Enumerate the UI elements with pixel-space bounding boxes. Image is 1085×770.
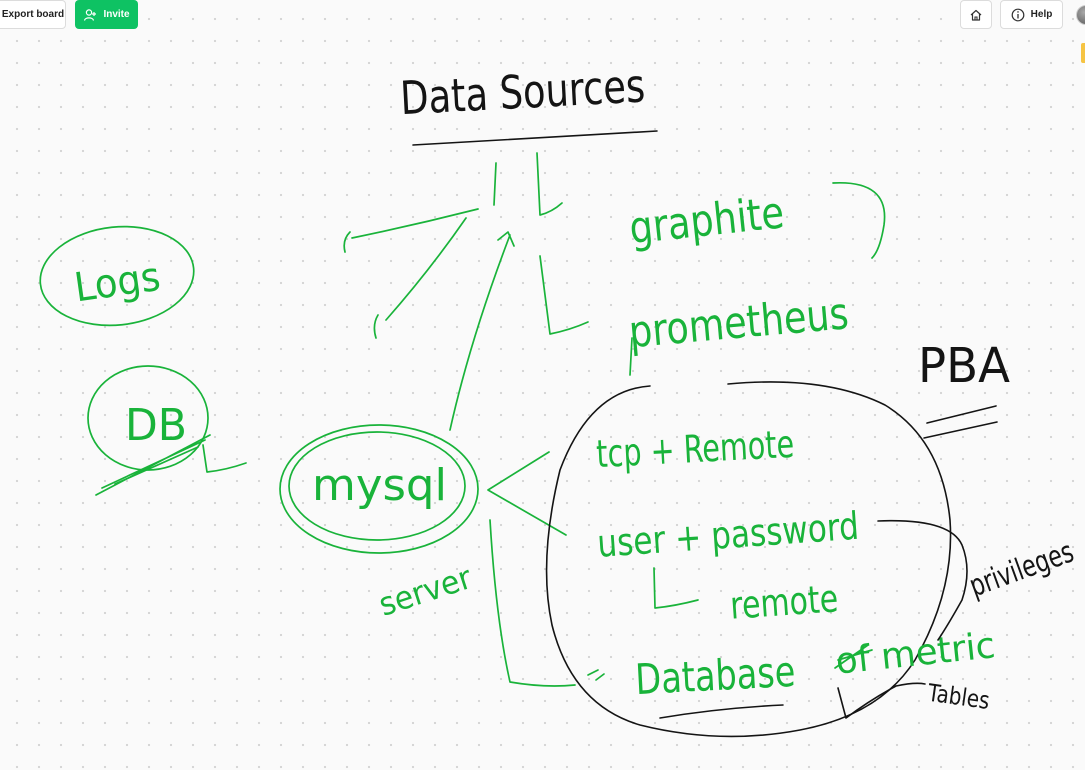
pba-underline [923,405,998,439]
mysql-inner-circle [288,431,466,541]
arrow-line [343,208,479,253]
remote-label: remote [729,576,840,627]
branch-line [536,152,563,216]
title-underline [412,130,658,146]
add-user-icon [83,8,97,22]
server-caption: server [374,558,477,624]
export-board-button[interactable]: Export board [0,0,66,29]
bracket [832,182,886,259]
source-graphite: graphite [627,187,786,254]
database-bullet [587,669,605,681]
database-label: Database [634,647,796,704]
tables-bracket [837,682,926,719]
source-prometheus: prometheus [627,288,851,358]
mysql-right-arrow [487,451,567,536]
export-board-label: Export board [1,9,65,20]
db-strike [95,434,211,496]
mysql-outer-circle [279,424,479,554]
mysql-label: mysql [312,460,447,511]
database-underline [659,704,784,719]
remote-branch [653,567,699,609]
tcp-remote-label: tcp + Remote [595,422,795,476]
tables-label: Tables [925,679,991,715]
logs-circle [39,225,195,327]
notification-tab[interactable] [1081,43,1085,63]
home-icon [969,8,983,22]
mysql-up-arrow [449,231,515,431]
branch-line [539,255,589,335]
db-arrow [202,444,247,473]
logs-label: Logs [72,254,164,312]
privileges-bracket [877,519,968,641]
invite-button[interactable]: Invite [75,0,138,29]
details-circle [545,381,952,738]
help-label: Help [1030,9,1053,20]
branch-line [493,162,497,206]
home-button[interactable] [960,0,992,29]
arrow-line [373,217,467,339]
metric-strike [834,644,873,669]
info-icon [1011,8,1025,22]
invite-label: Invite [103,9,130,20]
whiteboard-title: Data Sources [399,58,646,125]
privileges-label: privileges [965,534,1078,604]
pba-label: PBA [918,338,1010,394]
mysql-db-arrow [489,519,576,687]
user-password-label: user + password [596,504,860,566]
help-button[interactable]: Help [1000,0,1063,29]
connector-line [629,337,633,376]
db-label: DB [125,400,187,451]
